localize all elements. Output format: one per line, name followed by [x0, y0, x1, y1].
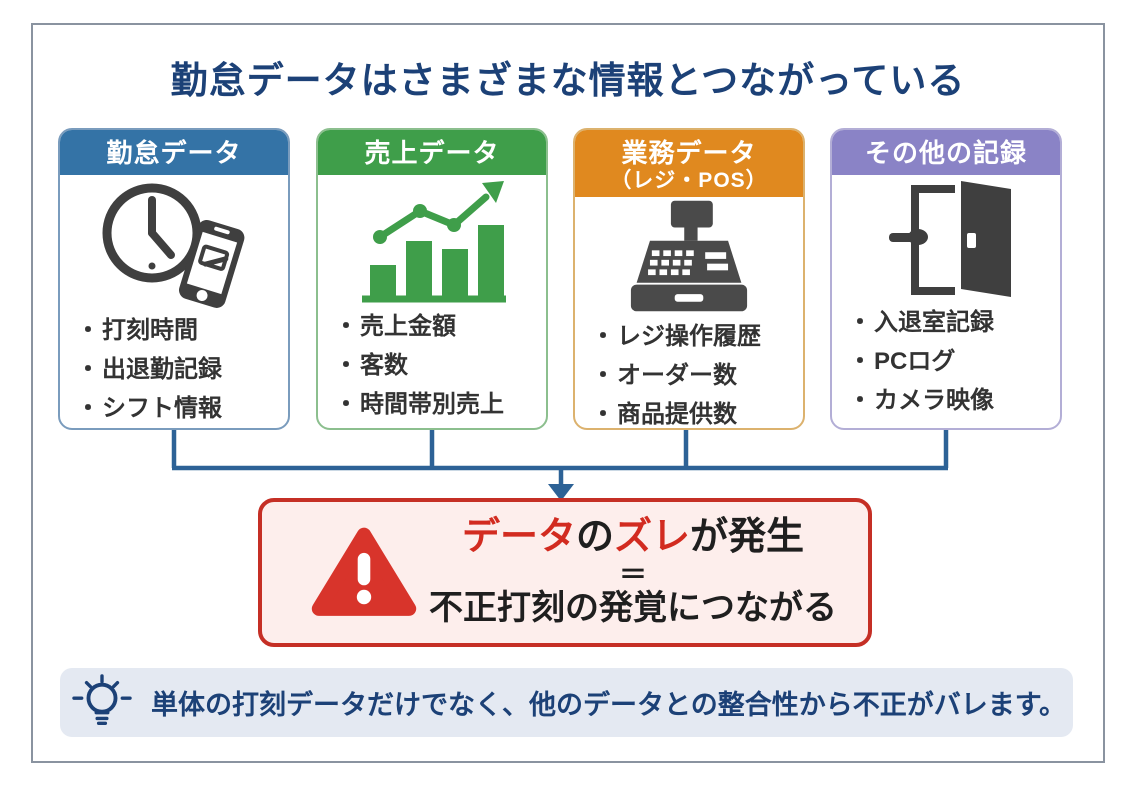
headline-segment: データ — [461, 516, 576, 559]
bullet: ・ — [76, 317, 100, 344]
item-label: 売上金額 — [360, 313, 456, 340]
result-headline: データのズレが発生 — [462, 516, 804, 560]
smartphone-icon — [179, 219, 245, 308]
card-body: ・レジ操作履歴 ・オーダー数 ・商品提供数 — [575, 197, 803, 429]
list-item: ・商品提供数 — [591, 395, 803, 429]
headline-segment: の — [575, 516, 614, 559]
card-header-label: 業務データ — [621, 138, 757, 168]
item-label: 商品提供数 — [617, 401, 737, 429]
card-attendance-data: 勤怠データ — [58, 128, 290, 430]
clock-phone-icon — [102, 183, 245, 308]
bullet: ・ — [848, 348, 872, 375]
list-item: ・客数 — [334, 346, 546, 385]
list-item: ・入退室記録 — [848, 303, 1060, 342]
item-label: カメラ映像 — [874, 387, 994, 414]
bullet: ・ — [591, 401, 615, 429]
headline-segment: が発生 — [690, 516, 805, 559]
icon-area — [318, 175, 546, 307]
item-label: オーダー数 — [617, 362, 737, 390]
card-header: 売上データ — [318, 130, 546, 175]
bar-chart-icon — [362, 181, 506, 303]
item-list: ・入退室記録 ・PCログ ・カメラ映像 — [832, 303, 1060, 428]
card-sales-data: 売上データ ・売上金額 ・客数 ・ — [316, 128, 548, 430]
card-body: ・入退室記録 ・PCログ ・カメラ映像 — [832, 175, 1060, 428]
register-keys — [648, 250, 729, 276]
item-label: PCログ — [874, 348, 956, 375]
card-operations-data: 業務データ （レジ・POS） — [573, 128, 805, 430]
icon-area — [832, 175, 1060, 303]
list-item: ・出退勤記録 — [76, 350, 288, 389]
list-item: ・レジ操作履歴 — [591, 317, 803, 356]
item-label: レジ操作履歴 — [617, 323, 761, 351]
bullet: ・ — [334, 313, 358, 340]
page-title: 勤怠データはさまざまな情報とつながっている — [170, 60, 966, 101]
bullet: ・ — [591, 362, 615, 390]
card-subheader-label: （レジ・POS） — [610, 169, 768, 192]
item-list: ・打刻時間 ・出退勤記録 ・シフト情報 — [60, 311, 288, 428]
bullet: ・ — [334, 352, 358, 379]
card-header-label: 売上データ — [364, 138, 500, 168]
card-header-label: その他の記録 — [864, 138, 1027, 168]
trend-arrow — [482, 181, 504, 203]
bullet: ・ — [848, 387, 872, 414]
bullet: ・ — [76, 356, 100, 383]
bullet: ・ — [848, 309, 872, 336]
list-item: ・シフト情報 — [76, 389, 288, 428]
card-header-label: 勤怠データ — [106, 138, 242, 168]
list-item: ・カメラ映像 — [848, 381, 1060, 420]
door-icon — [889, 181, 1011, 297]
item-label: 打刻時間 — [102, 317, 198, 344]
item-label: 入退室記録 — [874, 309, 994, 336]
note-text: 単体の打刻データだけでなく、他のデータとの整合性から不正がバレます。 — [150, 690, 1067, 720]
list-item: ・時間帯別売上 — [334, 385, 546, 424]
list-item: ・売上金額 — [334, 307, 546, 346]
note-banner: 単体の打刻データだけでなく、他のデータとの整合性から不正がバレます。 — [60, 668, 1073, 737]
headline-segment: ズレ — [614, 516, 691, 559]
list-item: ・打刻時間 — [76, 311, 288, 350]
item-label: 時間帯別売上 — [360, 391, 504, 418]
list-item: ・PCログ — [848, 342, 1060, 381]
bullet: ・ — [334, 391, 358, 418]
cash-register-icon — [630, 200, 748, 312]
card-body: ・売上金額 ・客数 ・時間帯別売上 — [318, 175, 546, 428]
lightbulb-icon — [72, 673, 132, 725]
result-conclusion: 不正打刻の発覚につながる — [429, 589, 837, 628]
icon-area — [60, 175, 288, 311]
card-header: その他の記録 — [832, 130, 1060, 175]
card-header: 勤怠データ — [60, 130, 288, 175]
result-box: データのズレが発生 ＝ 不正打刻の発覚につながる — [258, 498, 872, 647]
result-text: データのズレが発生 ＝ 不正打刻の発覚につながる — [418, 516, 848, 628]
clock-hand-hour — [148, 229, 175, 259]
door-panel — [961, 181, 1011, 297]
warning-icon — [311, 527, 417, 616]
item-label: シフト情報 — [102, 395, 222, 422]
icon-area — [575, 197, 803, 317]
item-list: ・レジ操作履歴 ・オーダー数 ・商品提供数 — [575, 317, 803, 429]
card-body: ・打刻時間 ・出退勤記録 ・シフト情報 — [60, 175, 288, 428]
warning-icon-wrap — [310, 520, 418, 625]
card-other-records: その他の記録 ・入退室記録 ・PCログ ・カメラ映像 — [830, 128, 1062, 430]
item-label: 客数 — [360, 352, 408, 379]
bullet: ・ — [76, 395, 100, 422]
equals-sign: ＝ — [618, 559, 647, 591]
item-label: 出退勤記録 — [102, 356, 222, 383]
list-item: ・オーダー数 — [591, 356, 803, 395]
card-header: 業務データ （レジ・POS） — [575, 130, 803, 198]
item-list: ・売上金額 ・客数 ・時間帯別売上 — [318, 307, 546, 428]
bullet: ・ — [591, 323, 615, 351]
